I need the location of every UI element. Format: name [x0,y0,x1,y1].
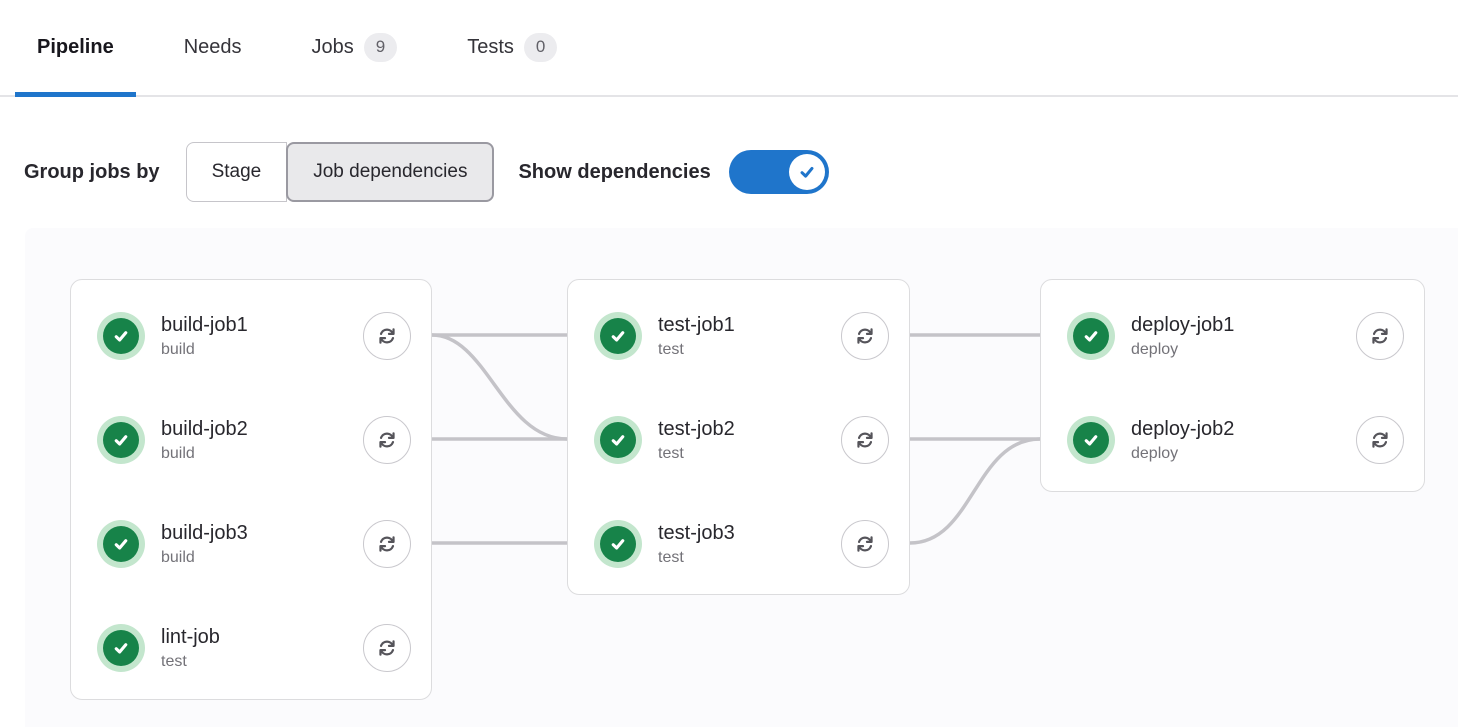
status-success-icon [97,520,145,568]
retry-job-button[interactable] [363,416,411,464]
job-row-lint-job: lint-job test [97,620,411,676]
group-jobs-by-segmented-control: Stage Job dependencies [185,142,495,202]
retry-icon [379,328,395,344]
retry-icon [1372,432,1388,448]
tests-count-badge: 0 [523,33,558,62]
toggle-knob [788,154,825,190]
retry-job-button[interactable] [363,520,411,568]
job-name-link[interactable]: test-job2 [658,417,735,440]
job-stage-label: test [658,444,684,462]
stage-button[interactable]: Stage [185,142,288,202]
status-success-icon [97,416,145,464]
retry-icon [379,536,395,552]
tab-needs[interactable]: Needs [162,0,264,95]
job-name-link[interactable]: build-job2 [161,417,248,440]
job-row-deploy-job1: deploy-job1 deploy [1067,308,1404,364]
retry-icon [1372,328,1388,344]
tab-jobs[interactable]: Jobs 9 [290,0,420,95]
job-row-build-job1: build-job1 build [97,308,411,364]
status-success-icon [1067,416,1115,464]
status-success-icon [594,416,642,464]
tab-pipeline[interactable]: Pipeline [15,0,136,97]
job-name-link[interactable]: deploy-job2 [1131,417,1235,440]
job-name-link[interactable]: build-job1 [161,313,248,336]
job-row-test-job3: test-job3 test [594,516,889,572]
jobs-count-badge: 9 [363,33,398,62]
job-name-link[interactable]: test-job1 [658,313,735,336]
job-name-link[interactable]: build-job3 [161,521,248,544]
job-stage-label: deploy [1131,444,1179,462]
retry-job-button[interactable] [841,312,889,360]
job-stage-label: build [161,340,195,358]
dependency-edge-test-job3-deploy-job2 [909,437,1041,545]
job-stage-label: test [658,340,684,358]
status-success-icon [594,312,642,360]
pipeline-graph: build-job1 build build-job2 build [25,228,1458,727]
job-stage-label: deploy [1131,340,1179,358]
job-dependencies-button[interactable]: Job dependencies [286,142,495,202]
status-success-icon [594,520,642,568]
retry-job-button[interactable] [841,416,889,464]
job-stage-label: build [161,548,195,566]
retry-icon [379,432,395,448]
job-row-test-job1: test-job1 test [594,308,889,364]
job-row-test-job2: test-job2 test [594,412,889,468]
retry-job-button[interactable] [841,520,889,568]
retry-icon [857,536,873,552]
status-success-icon [97,312,145,360]
job-row-build-job2: build-job2 build [97,412,411,468]
tab-pipeline-label: Pipeline [37,36,114,58]
graph-controls: Group jobs by Stage Job dependencies Sho… [24,142,1458,202]
job-name-link[interactable]: test-job3 [658,521,735,544]
tab-needs-label: Needs [183,36,242,58]
job-stage-label: test [658,548,684,566]
retry-icon [379,640,395,656]
retry-icon [857,328,873,344]
job-card-column-1: build-job1 build build-job2 build [70,279,432,700]
show-dependencies-label: Show dependencies [518,160,711,183]
retry-job-button[interactable] [363,624,411,672]
job-name-link[interactable]: lint-job [161,625,220,648]
retry-icon [857,432,873,448]
job-card-column-2: test-job1 test test-job2 test [567,279,910,595]
tab-jobs-label: Jobs [311,36,354,58]
job-stage-label: build [161,444,195,462]
job-card-column-3: deploy-job1 deploy deploy-job2 deploy [1040,279,1425,492]
tab-tests[interactable]: Tests 0 [445,0,579,95]
status-success-icon [97,624,145,672]
job-row-build-job3: build-job3 build [97,516,411,572]
dependency-edges [431,333,1041,545]
group-jobs-by-label: Group jobs by [24,160,160,183]
retry-job-button[interactable] [1356,416,1404,464]
job-row-deploy-job2: deploy-job2 deploy [1067,412,1404,468]
retry-job-button[interactable] [363,312,411,360]
retry-job-button[interactable] [1356,312,1404,360]
dependency-edge-build-job1-test-job2 [431,333,568,441]
status-success-icon [1067,312,1115,360]
show-dependencies-toggle[interactable] [728,150,829,194]
pipeline-tabbar: Pipeline Needs Jobs 9 Tests 0 [0,0,1458,97]
job-stage-label: test [161,652,187,670]
tab-tests-label: Tests [467,36,514,58]
check-icon [800,166,814,178]
job-name-link[interactable]: deploy-job1 [1131,313,1235,336]
